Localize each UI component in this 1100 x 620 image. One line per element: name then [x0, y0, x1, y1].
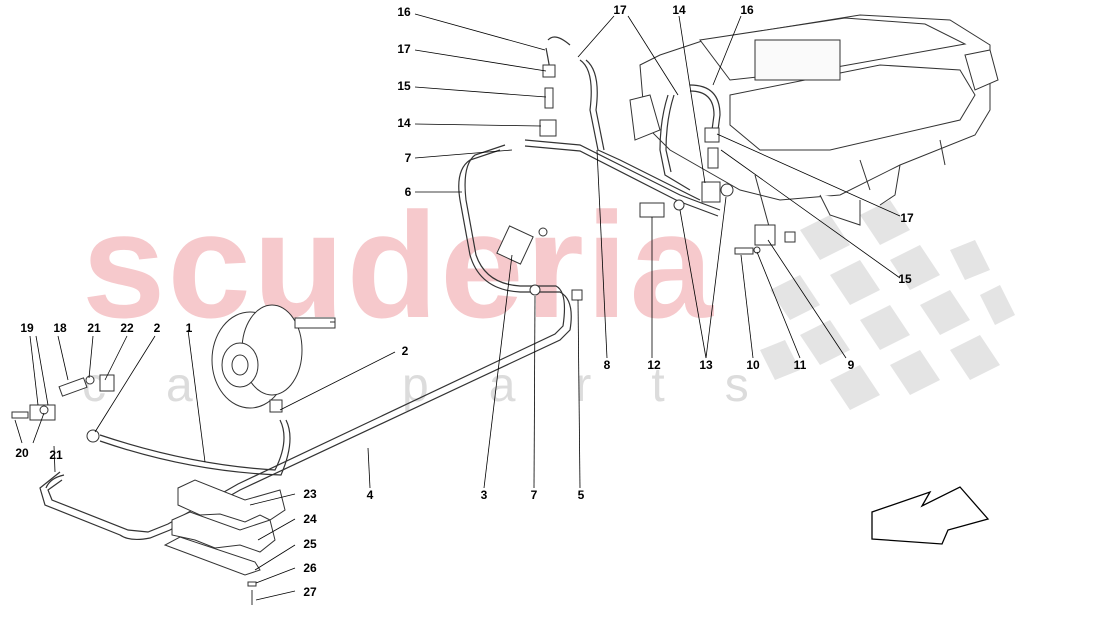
callout-7-lower: 7 — [530, 488, 538, 502]
callout-18: 18 — [53, 321, 67, 335]
callout-19: 19 — [20, 321, 34, 335]
callout-11: 11 — [793, 358, 807, 372]
callout-6: 6 — [404, 185, 412, 199]
callout-16-top-right: 16 — [740, 3, 754, 17]
engine-intake-plenum — [629, 14, 999, 231]
callout-1: 1 — [185, 321, 193, 335]
callout-2-booster: 2 — [401, 344, 409, 358]
callout-5: 5 — [577, 488, 585, 502]
leader-lines — [14, 13, 901, 601]
callout-4: 4 — [366, 488, 374, 502]
callout-2-left: 2 — [153, 321, 161, 335]
callout-15-right: 15 — [898, 272, 912, 286]
callout-27: 27 — [303, 585, 317, 599]
callout-24: 24 — [303, 512, 317, 526]
checkered-flag-watermark — [760, 200, 1015, 410]
callout-21-lower: 21 — [49, 448, 63, 462]
callout-21-upper: 21 — [87, 321, 101, 335]
callout-25: 25 — [303, 537, 317, 551]
callout-16-top-left: 16 — [397, 5, 411, 19]
callout-12: 12 — [647, 358, 661, 372]
callout-23: 23 — [303, 487, 317, 501]
callout-14-left: 14 — [397, 116, 411, 130]
direction-arrow — [871, 486, 990, 545]
callout-17-left: 17 — [397, 42, 411, 56]
callout-13: 13 — [699, 358, 713, 372]
callout-20: 20 — [15, 446, 29, 460]
callout-7-upper: 7 — [404, 151, 412, 165]
callout-17-right: 17 — [900, 211, 914, 225]
callout-17-top-center: 17 — [613, 3, 627, 17]
callout-10: 10 — [746, 358, 760, 372]
callout-3: 3 — [480, 488, 488, 502]
callout-26: 26 — [303, 561, 317, 575]
callout-8: 8 — [603, 358, 611, 372]
bracket-assembly — [163, 479, 286, 605]
brake-booster — [211, 304, 336, 413]
small-fittings — [11, 64, 796, 443]
vacuum-pipes — [39, 36, 721, 541]
watermark-brand: scuderia — [82, 181, 715, 349]
callout-22: 22 — [120, 321, 134, 335]
callout-15-left: 15 — [397, 79, 411, 93]
callout-9: 9 — [847, 358, 855, 372]
callout-14-top-right: 14 — [672, 3, 686, 17]
